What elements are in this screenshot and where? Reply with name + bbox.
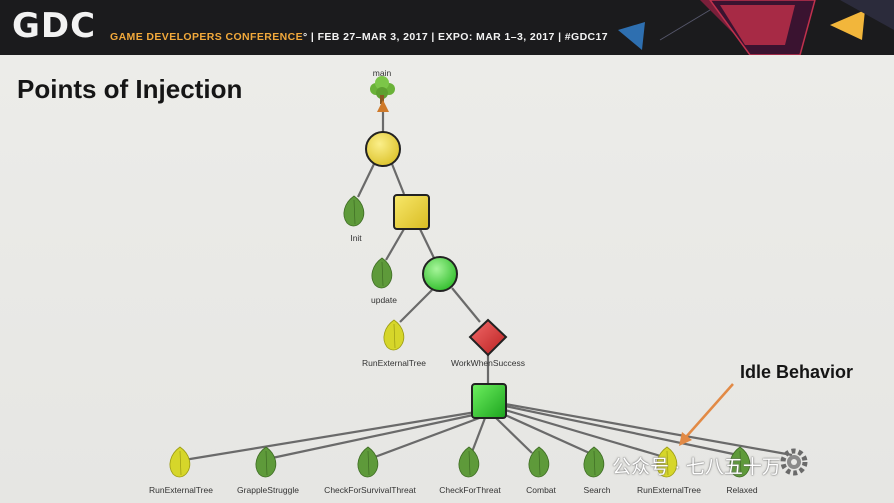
decorator-node-red[interactable]	[470, 320, 506, 355]
leaf-label: CheckForThreat	[439, 485, 500, 495]
leaf-label: GrappleStruggle	[237, 485, 299, 495]
leaf-bottom[interactable]	[256, 447, 276, 477]
idle-behavior-annotation: Idle Behavior	[740, 362, 853, 383]
leaf-label: RunExternalTree	[149, 485, 213, 495]
leaf-bottom[interactable]	[170, 447, 190, 477]
label-update: update	[371, 295, 397, 305]
root-tree-icon	[370, 76, 395, 112]
selector-node-root[interactable]	[366, 132, 400, 166]
leaf-label: Relaxed	[726, 485, 757, 495]
leaf-label: CheckForSurvivalThreat	[324, 485, 416, 495]
leaf-bottom[interactable]	[459, 447, 479, 477]
leaf-label: Combat	[526, 485, 556, 495]
parallel-node-green[interactable]	[472, 384, 506, 418]
leaf-label: Search	[584, 485, 611, 495]
watermark: 公众号 · 七八五十万	[612, 452, 781, 479]
leaf-bottom[interactable]	[358, 447, 378, 477]
leaf-init[interactable]	[344, 196, 364, 226]
leaf-label: RunExternalTree	[637, 485, 701, 495]
sequence-node-yellow[interactable]	[394, 195, 429, 229]
label-run-external-tree: RunExternalTree	[362, 358, 426, 368]
label-init: Init	[350, 233, 361, 243]
leaf-run-external-tree[interactable]	[384, 320, 404, 350]
root-label: main	[373, 68, 391, 78]
leaf-update[interactable]	[372, 258, 392, 288]
gear-icon	[783, 451, 805, 473]
idle-arrow	[679, 384, 733, 446]
selector-node-green[interactable]	[423, 257, 457, 291]
label-work-when-success: WorkWhenSuccess	[451, 358, 525, 368]
